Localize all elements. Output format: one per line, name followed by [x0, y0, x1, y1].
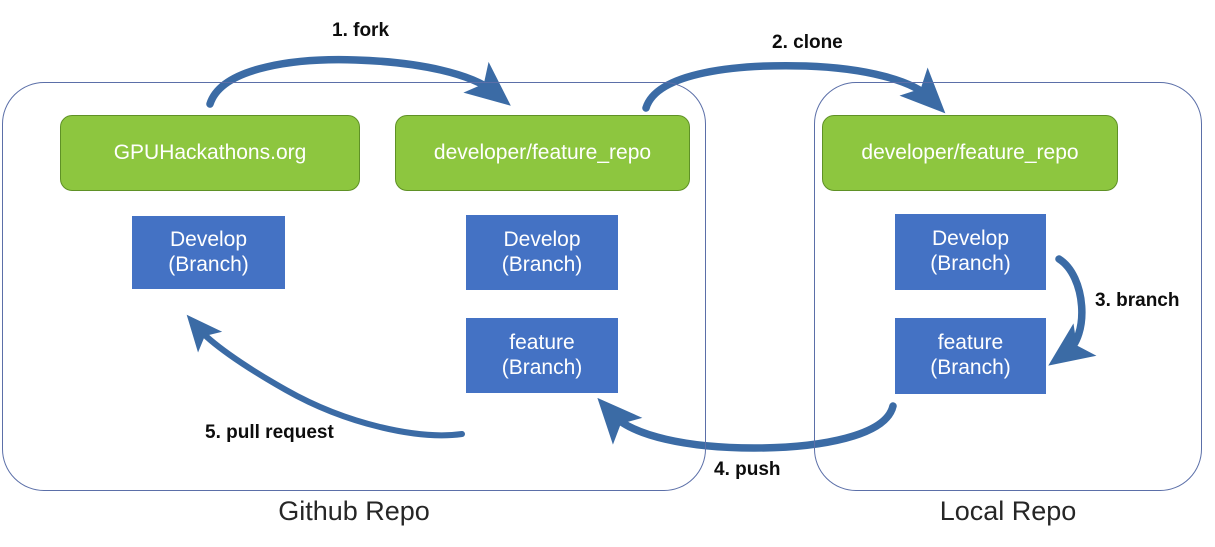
github-repo-label: Github Repo: [278, 496, 430, 526]
branch-kind: (Branch): [168, 252, 249, 276]
local-repo-label: Local Repo: [939, 496, 1077, 526]
branch-box-upstream-develop[interactable]: Develop (Branch): [132, 216, 285, 289]
step-label-fork: 1. fork: [332, 20, 390, 41]
branch-kind: (Branch): [930, 252, 1011, 275]
repo-box-local-clone[interactable]: developer/feature_repo: [822, 115, 1118, 191]
branch-name: Develop: [931, 227, 1010, 251]
repo-box-github-fork[interactable]: developer/feature_repo: [395, 115, 690, 191]
branch-kind: (Branch): [501, 355, 583, 379]
branch-name: feature: [937, 331, 1004, 355]
step-label-pull-request: 5. pull request: [205, 422, 334, 443]
branch-kind: (Branch): [501, 252, 583, 276]
github-repo-container: [2, 82, 706, 491]
branch-name: Develop: [503, 227, 581, 251]
branch-box-fork-develop[interactable]: Develop (Branch): [466, 215, 618, 290]
branch-name: Develop: [169, 227, 248, 251]
local-repo-container: [814, 82, 1202, 491]
repo-box-gpuhackathons[interactable]: GPUHackathons.org: [60, 115, 360, 191]
branch-box-fork-feature[interactable]: feature (Branch): [466, 318, 618, 393]
branch-box-local-feature[interactable]: feature (Branch): [895, 318, 1046, 394]
step-label-clone: 2. clone: [772, 32, 843, 53]
branch-name: feature: [509, 330, 575, 354]
step-label-branch: 3. branch: [1095, 290, 1180, 311]
branch-kind: (Branch): [930, 356, 1011, 379]
branch-box-local-develop[interactable]: Develop (Branch): [895, 214, 1046, 290]
step-label-push: 4. push: [714, 459, 781, 480]
